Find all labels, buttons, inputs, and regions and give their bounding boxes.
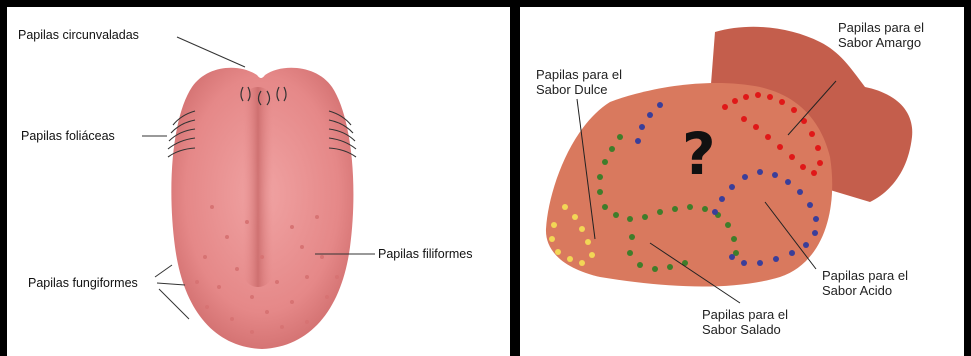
median-groove — [243, 87, 273, 287]
left-tongue-diagram: Papilas circunvaladas Papilas foliáceas … — [7, 7, 510, 356]
right-taste-map-diagram: ? Papilas para el Sabor Amargo Papilas p… — [520, 7, 964, 356]
label-sabor-acido: Papilas para el Sabor Acido — [822, 268, 908, 298]
label-sabor-amargo: Papilas para el Sabor Amargo — [838, 20, 924, 50]
label-papilas-fungiformes: Papilas fungiformes — [28, 276, 138, 290]
label-sabor-salado: Papilas para el Sabor Salado — [702, 307, 788, 337]
label-papilas-circunvaladas: Papilas circunvaladas — [18, 28, 139, 42]
question-mark: ? — [682, 125, 716, 183]
label-papilas-filiformes: Papilas filiformes — [378, 247, 472, 261]
label-papilas-foliaceas: Papilas foliáceas — [21, 129, 115, 143]
tongue-illustration-right — [520, 7, 964, 356]
tongue-illustration-left — [7, 7, 510, 356]
label-sabor-dulce: Papilas para el Sabor Dulce — [536, 67, 622, 97]
